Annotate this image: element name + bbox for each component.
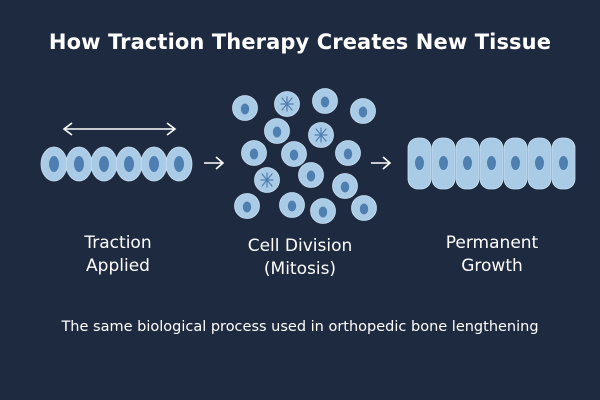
cluster-cell bbox=[335, 140, 361, 166]
cluster-cell bbox=[279, 192, 305, 218]
dividing-cell bbox=[308, 122, 334, 148]
cluster-cell bbox=[312, 88, 338, 114]
traction-cell bbox=[140, 146, 168, 182]
cell-nucleus bbox=[535, 156, 544, 170]
growth-cell bbox=[551, 137, 576, 190]
cell-nucleus bbox=[340, 181, 350, 193]
cell-nucleus bbox=[174, 156, 184, 172]
cell-nucleus bbox=[242, 201, 252, 213]
cell-nucleus bbox=[343, 148, 353, 160]
cluster-cell bbox=[234, 193, 260, 219]
cell-nucleus bbox=[320, 96, 330, 108]
growth-cell-row bbox=[407, 137, 576, 190]
double-headed-arrow-icon bbox=[62, 122, 177, 136]
right-arrow-icon bbox=[204, 156, 225, 170]
growth-cell bbox=[503, 137, 528, 190]
cluster-cell bbox=[310, 198, 336, 224]
mitosis-cell-cluster bbox=[232, 88, 377, 224]
stage-label-traction: Traction Applied bbox=[84, 233, 152, 276]
cell-nucleus bbox=[249, 148, 259, 160]
traction-cell bbox=[65, 146, 93, 182]
mitosis-spindle-icon bbox=[260, 172, 274, 188]
cell-nucleus bbox=[463, 156, 472, 170]
cell-nucleus bbox=[359, 203, 369, 215]
cell-nucleus bbox=[99, 156, 109, 172]
cell-nucleus bbox=[559, 156, 568, 170]
cell-nucleus bbox=[358, 106, 368, 118]
cluster-cell bbox=[264, 118, 290, 144]
cell-nucleus bbox=[287, 200, 297, 212]
diagram-title: How Traction Therapy Creates New Tissue bbox=[48, 30, 552, 54]
growth-cell bbox=[479, 137, 504, 190]
footnote-text: The same biological process used in orth… bbox=[61, 319, 539, 335]
cell-nucleus bbox=[439, 156, 448, 170]
cell-nucleus bbox=[240, 103, 250, 115]
dividing-cell bbox=[274, 91, 300, 117]
cluster-cell bbox=[350, 98, 376, 124]
growth-cell bbox=[527, 137, 552, 190]
cell-nucleus bbox=[272, 126, 282, 138]
mitosis-spindle-icon bbox=[314, 127, 328, 143]
growth-cell bbox=[455, 137, 480, 190]
traction-cell bbox=[115, 146, 143, 182]
cluster-cell bbox=[241, 140, 267, 166]
stage-label-mitosis: Cell Division (Mitosis) bbox=[247, 236, 353, 279]
cluster-cell bbox=[281, 141, 307, 167]
cell-nucleus bbox=[149, 156, 159, 172]
growth-cell bbox=[407, 137, 432, 190]
cluster-cell bbox=[298, 162, 324, 188]
traction-cell bbox=[40, 146, 68, 182]
cell-nucleus bbox=[74, 156, 84, 172]
cluster-cell bbox=[232, 95, 258, 121]
cell-nucleus bbox=[124, 156, 134, 172]
cell-nucleus bbox=[289, 149, 299, 161]
cell-nucleus bbox=[511, 156, 520, 170]
cell-nucleus bbox=[306, 170, 316, 182]
stage-label-growth: Permanent Growth bbox=[445, 233, 539, 276]
cluster-cell bbox=[351, 195, 377, 221]
traction-cell-row bbox=[40, 146, 193, 182]
cell-nucleus bbox=[49, 156, 59, 172]
cell-nucleus bbox=[318, 206, 328, 218]
traction-cell bbox=[165, 146, 193, 182]
mitosis-spindle-icon bbox=[280, 96, 294, 112]
right-arrow-icon bbox=[371, 156, 392, 170]
cell-nucleus bbox=[415, 156, 424, 170]
cluster-cell bbox=[332, 173, 358, 199]
cell-nucleus bbox=[487, 156, 496, 170]
traction-cell bbox=[90, 146, 118, 182]
growth-cell bbox=[431, 137, 456, 190]
dividing-cell bbox=[254, 167, 280, 193]
